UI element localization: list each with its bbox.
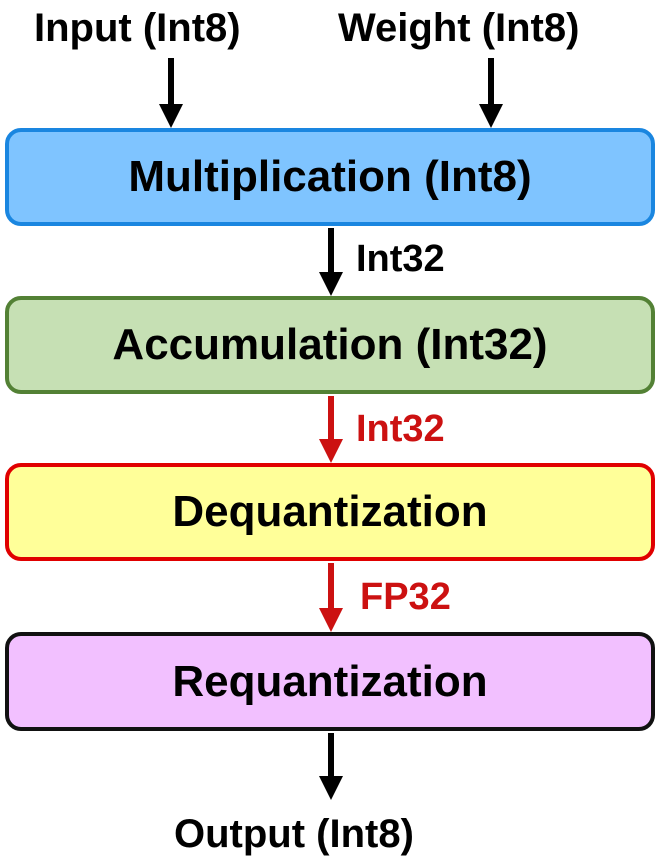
edge-label-mult-to-accum: Int32 [356, 238, 445, 280]
multiplication-box: Multiplication (Int8) [5, 128, 655, 226]
edge-label-dequant-to-requant: FP32 [360, 576, 451, 618]
requantization-label: Requantization [172, 656, 488, 706]
accumulation-box: Accumulation (Int32) [5, 296, 655, 394]
arrow-requantization-to-output [319, 733, 343, 800]
output-label: Output (Int8) [174, 812, 414, 856]
arrow-accumulation-to-dequantization [319, 396, 343, 463]
accumulation-label: Accumulation (Int32) [112, 320, 548, 369]
dequantization-box: Dequantization [5, 463, 655, 561]
arrow-weight-to-multiplication [479, 58, 503, 128]
edge-label-accum-to-dequant: Int32 [356, 408, 445, 450]
arrow-dequantization-to-requantization [319, 563, 343, 632]
requantization-box: Requantization [5, 632, 655, 731]
weight-label: Weight (Int8) [338, 6, 580, 50]
dequantization-label: Dequantization [172, 487, 488, 536]
multiplication-label: Multiplication (Int8) [128, 152, 532, 201]
arrow-multiplication-to-accumulation [319, 228, 343, 296]
input-label: Input (Int8) [34, 6, 241, 50]
arrow-input-to-multiplication [159, 58, 183, 128]
